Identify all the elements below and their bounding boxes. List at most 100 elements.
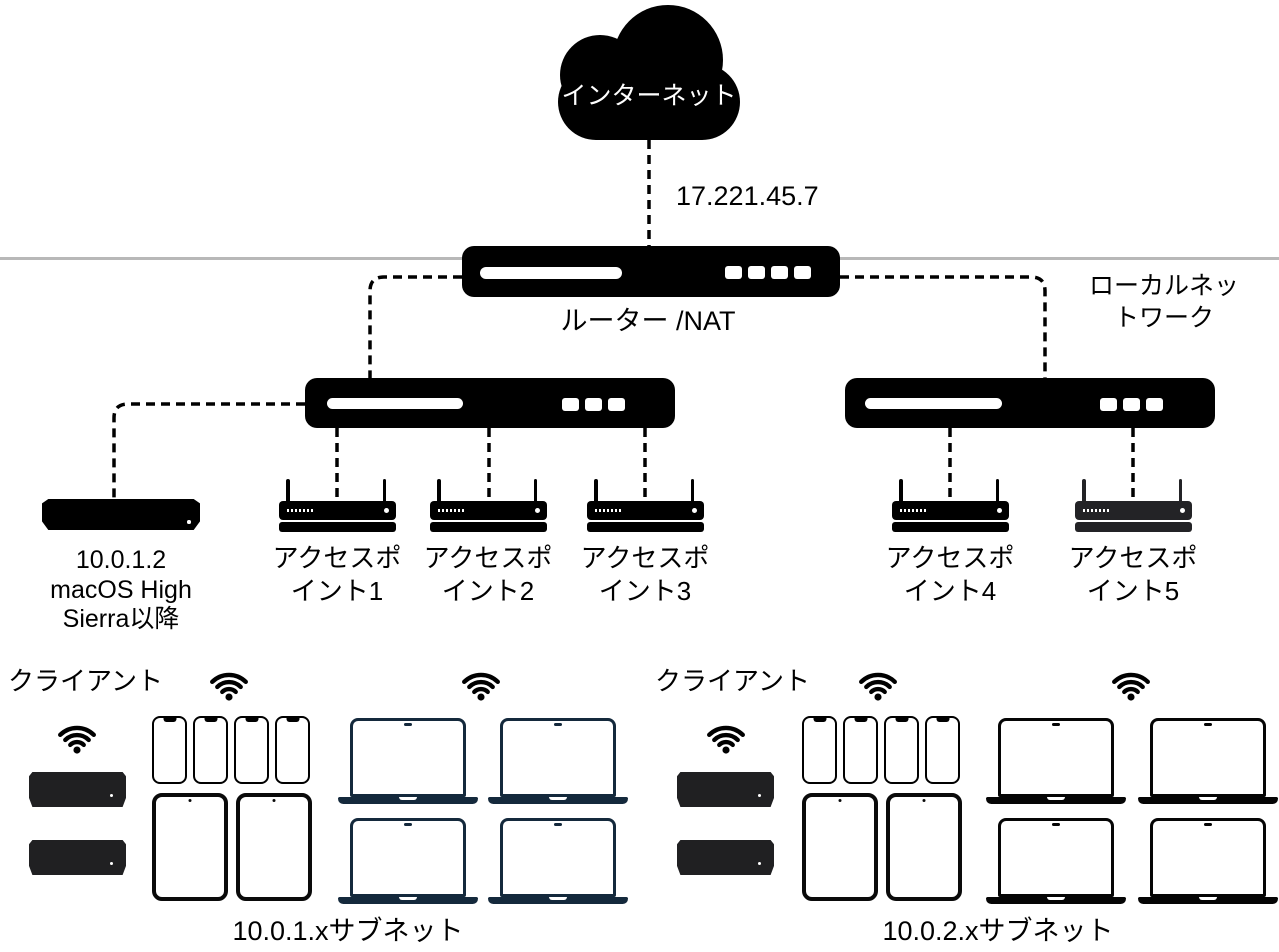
led-dots xyxy=(595,509,622,512)
laptop-device xyxy=(1138,718,1278,804)
phone-notch xyxy=(163,718,176,722)
antenna-icon xyxy=(533,479,537,505)
link-switch-left-mac-server xyxy=(112,402,305,499)
camera-dot xyxy=(1204,723,1212,726)
laptop-notch xyxy=(1199,897,1217,900)
laptop-screen xyxy=(1150,718,1266,797)
laptop-notch xyxy=(1199,797,1217,800)
status-led xyxy=(1180,508,1185,513)
laptop-base xyxy=(338,897,478,904)
camera-dot xyxy=(1204,823,1212,826)
wifi-icon xyxy=(707,725,745,754)
antenna-icon xyxy=(286,479,290,505)
laptop-base xyxy=(488,797,628,804)
switch-right-device xyxy=(845,378,1215,428)
switch-port xyxy=(562,398,579,411)
camera-dot xyxy=(1052,723,1060,726)
antenna-icon xyxy=(995,479,999,505)
camera-dot xyxy=(838,799,842,802)
laptop-notch xyxy=(549,797,567,800)
router-display-bar xyxy=(480,267,622,279)
mac-server-label: 10.0.1.2 macOS High Sierra以降 xyxy=(50,546,192,633)
status-led xyxy=(997,508,1002,513)
laptop-device xyxy=(986,818,1126,904)
access-point-2-device xyxy=(430,479,547,532)
laptop-device xyxy=(488,718,628,804)
subnet-left-label: 10.0.1.xサブネット xyxy=(232,916,464,946)
access-point-base xyxy=(587,522,704,532)
ipad-device xyxy=(886,793,962,901)
camera-dot xyxy=(404,823,412,826)
camera-dot xyxy=(404,723,412,726)
clients-label: クライアント xyxy=(8,666,163,696)
phone-notch xyxy=(286,718,299,722)
antenna-icon xyxy=(382,479,386,505)
antenna-icon xyxy=(690,479,694,505)
camera-dot xyxy=(272,799,276,802)
access-point-base xyxy=(430,522,547,532)
power-led xyxy=(110,793,114,797)
led-dots xyxy=(900,509,927,512)
laptop-notch xyxy=(1047,897,1065,900)
status-led xyxy=(692,508,697,513)
laptop-screen xyxy=(350,718,466,797)
mac-mini-device xyxy=(29,772,126,807)
mac-mini-device xyxy=(677,772,774,807)
access-point-body xyxy=(1075,501,1192,520)
access-point-1-label: アクセスポ イント1 xyxy=(272,543,402,606)
cloud-shape xyxy=(558,64,740,140)
iphone-device xyxy=(234,716,269,784)
phone-notch xyxy=(936,718,949,722)
router-port xyxy=(725,266,742,279)
subnet-right-label: 10.0.2.xサブネット xyxy=(882,916,1114,946)
laptop-notch xyxy=(399,897,417,900)
wifi-icon xyxy=(462,672,500,701)
iphone-device xyxy=(193,716,228,784)
access-point-body xyxy=(587,501,704,520)
local-network-label: ローカルネッ トワーク xyxy=(1088,272,1239,332)
laptop-device xyxy=(338,818,478,904)
power-led xyxy=(758,861,762,865)
access-point-4-device xyxy=(892,479,1009,532)
switch-port xyxy=(585,398,602,411)
access-point-body xyxy=(892,501,1009,520)
internet-cloud-icon: インターネット xyxy=(540,0,760,150)
iphone-device xyxy=(275,716,310,784)
link-router-switch-left xyxy=(368,275,462,378)
access-point-2-label: アクセスポ イント2 xyxy=(423,543,553,606)
switch-display-bar xyxy=(327,398,463,409)
router-label: ルーター /NAT xyxy=(560,306,736,336)
clients-label: クライアント xyxy=(655,666,810,696)
power-led xyxy=(110,861,114,865)
phone-notch xyxy=(813,718,826,722)
internet-label: インターネット xyxy=(561,82,737,110)
power-led xyxy=(758,793,762,797)
laptop-base xyxy=(488,897,628,904)
ipad-device xyxy=(802,793,878,901)
antenna-icon xyxy=(899,479,903,505)
status-led xyxy=(535,508,540,513)
antenna-icon xyxy=(437,479,441,505)
phone-notch xyxy=(245,718,258,722)
iphone-device xyxy=(802,716,837,784)
access-point-3-device xyxy=(587,479,704,532)
laptop-notch xyxy=(399,797,417,800)
antenna-icon xyxy=(1082,479,1086,505)
mac-mini-device xyxy=(677,840,774,875)
laptop-base xyxy=(986,797,1126,804)
access-point-base xyxy=(1075,522,1192,532)
laptop-screen xyxy=(500,818,616,897)
access-point-1-device xyxy=(279,479,396,532)
phone-notch xyxy=(895,718,908,722)
router-nat-device xyxy=(462,246,840,297)
mac-server-device xyxy=(42,499,200,530)
camera-dot xyxy=(1052,823,1060,826)
camera-dot xyxy=(188,799,192,802)
laptop-device xyxy=(986,718,1126,804)
iphone-device xyxy=(152,716,187,784)
wifi-icon xyxy=(859,672,897,701)
laptop-screen xyxy=(1150,818,1266,897)
switch-port xyxy=(1123,398,1140,411)
